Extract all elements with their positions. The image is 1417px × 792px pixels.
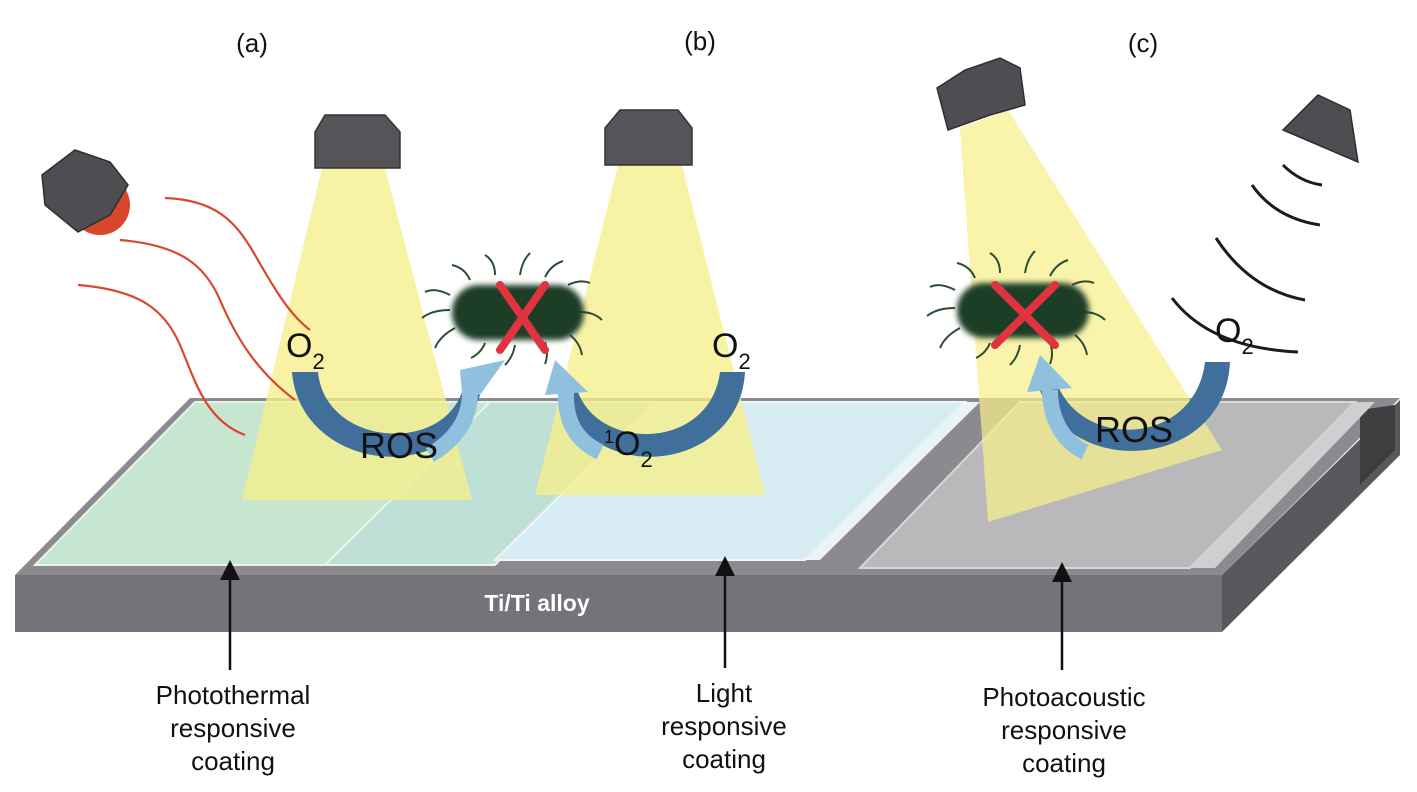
light-beam-a [242, 168, 472, 500]
panel-label-b: (b) [684, 26, 716, 56]
panel-label-a: (a) [236, 28, 268, 58]
caption-light: Light responsive coating [661, 678, 787, 774]
caption-c-line1: Photoacoustic [982, 682, 1145, 712]
light-beam-c [960, 110, 1222, 522]
singlet-oxygen-label: 1O2 [604, 425, 653, 472]
light-lamp-icon [604, 109, 693, 166]
sound-wave-icon [1170, 163, 1323, 354]
heat-wave-icon [77, 196, 311, 437]
caption-c-line2: responsive [1001, 715, 1127, 745]
cross-icon [991, 281, 1059, 349]
o2-label-b: O2 [712, 327, 751, 374]
light-lamp-icon [314, 114, 401, 169]
light-lamp-icon [936, 57, 1026, 131]
substrate-label: Ti/Ti alloy [484, 590, 589, 616]
caption-a-line2: responsive [170, 713, 296, 743]
caption-c-line3: coating [1022, 748, 1106, 778]
o2-label-a: O2 [286, 327, 325, 374]
cross-icon [496, 281, 549, 354]
caption-photoacoustic: Photoacoustic responsive coating [982, 682, 1145, 778]
panel-label-c: (c) [1128, 28, 1158, 58]
ros-arrow-a [292, 360, 505, 462]
nir-lamp-icon [41, 149, 130, 235]
ros-arrow-b [545, 360, 745, 460]
caption-b-line2: responsive [661, 711, 787, 741]
caption-photothermal: Photothermal responsive coating [156, 680, 311, 776]
ros-arrow-c [1027, 355, 1230, 460]
o2-label-c: O2 [1215, 312, 1254, 359]
ros-label-a: ROS [360, 425, 438, 466]
caption-b-line1: Light [696, 678, 753, 708]
caption-a-line3: coating [191, 746, 275, 776]
ultrasound-emitter-icon [1281, 94, 1359, 164]
caption-b-line3: coating [682, 744, 766, 774]
caption-a-line1: Photothermal [156, 680, 311, 710]
ros-label-c: ROS [1095, 409, 1173, 450]
